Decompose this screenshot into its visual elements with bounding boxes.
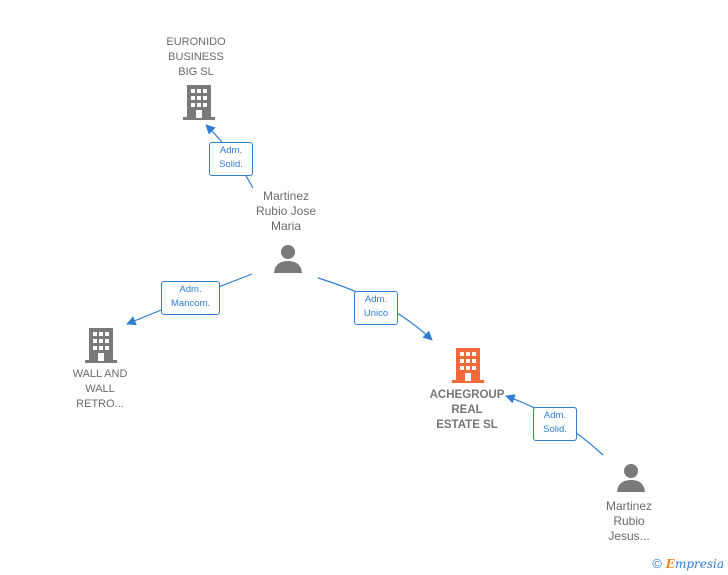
node-label-martinez-jose: Martinez Rubio Jose Maria [255, 189, 317, 233]
brand-logo: ©Empresia [652, 556, 724, 571]
building-icon[interactable] [452, 347, 484, 383]
building-icon[interactable] [183, 84, 215, 120]
node-label-euronido: EURONIDO BUSINESS BIG SL [166, 36, 226, 78]
node-label-wall-and-wall: WALL AND WALL RETRO... [72, 368, 128, 410]
node-label-martinez-jesus: Martinez Rubio Jesus... [605, 499, 652, 543]
copyright-icon: © [652, 556, 662, 571]
edge-label-adm-solid-1[interactable]: Adm. Solid. [209, 142, 253, 176]
brand-name: mpresia [674, 557, 724, 571]
brand-e: E [665, 557, 675, 571]
edge-label-adm-solid-2[interactable]: Adm. Solid. [533, 407, 577, 441]
person-icon[interactable] [616, 463, 646, 493]
edge-label-adm-mancom[interactable]: Adm. Mancom. [161, 281, 220, 315]
node-label-achegroup: ACHEGROUP REAL ESTATE SL [429, 389, 505, 431]
edge-label-adm-unico[interactable]: Adm. Unico [354, 291, 398, 325]
building-icon[interactable] [85, 327, 117, 363]
person-icon[interactable] [273, 244, 303, 274]
